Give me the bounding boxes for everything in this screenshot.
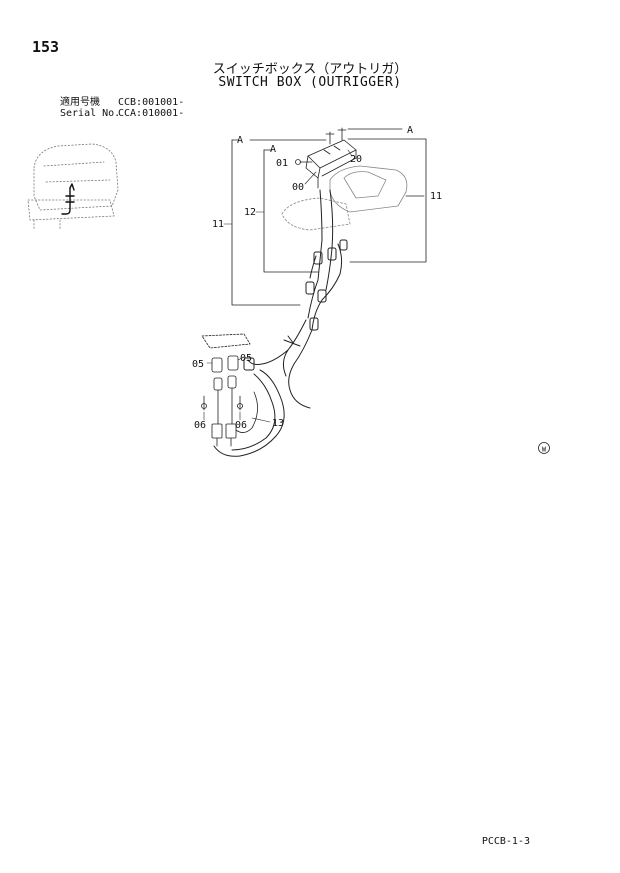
leader-lines	[203, 149, 353, 423]
serial-label-2: Serial No.	[60, 108, 121, 119]
footer-code: PCCB-1-3	[481, 836, 530, 847]
callout-05-left: 05	[192, 359, 204, 370]
w-mark: W	[542, 446, 547, 454]
serial-value-1: CCB:001001-	[118, 97, 185, 108]
callout-01: 01	[276, 158, 288, 169]
callout-a-right: A	[407, 125, 413, 136]
page-number: 153	[32, 38, 60, 56]
location-pointer-arrow	[61, 183, 75, 215]
title-japanese: スイッチボックス（アウトリガ）	[212, 62, 408, 77]
serial-label-1: 適用号機	[60, 97, 100, 108]
wire-harness-upper	[305, 189, 348, 331]
callout-20: 20	[350, 154, 362, 165]
callout-05-right: 05	[240, 353, 252, 364]
wire-harness-13	[213, 319, 313, 457]
title-english: SWITCH BOX (OUTRIGGER)	[218, 75, 402, 90]
serial-value-2: CCA:010001-	[118, 108, 185, 119]
callout-11-left: 11	[212, 219, 224, 230]
callout-06-right: 06	[235, 420, 247, 431]
callout-a-left-inner: A	[270, 144, 276, 155]
connector-group	[201, 333, 258, 447]
w-mark-circle	[538, 442, 550, 454]
callout-a-left-outer: A	[237, 135, 243, 146]
switch-box-bracket	[305, 139, 357, 189]
callout-06-left: 06	[194, 420, 206, 431]
callout-13: 13	[272, 418, 284, 429]
callout-12: 12	[244, 207, 256, 218]
callout-11-right: 11	[430, 191, 442, 202]
callout-00: 00	[292, 182, 304, 193]
machine-location-sketch	[27, 143, 119, 231]
view-a-frame	[231, 128, 427, 306]
serial-row-1: 適用号機 CCB:001001-	[60, 97, 184, 108]
mounting-bolts	[295, 127, 347, 165]
outrigger-panel	[281, 165, 408, 231]
serial-row-2: Serial No.CCA:010001-	[60, 108, 184, 119]
